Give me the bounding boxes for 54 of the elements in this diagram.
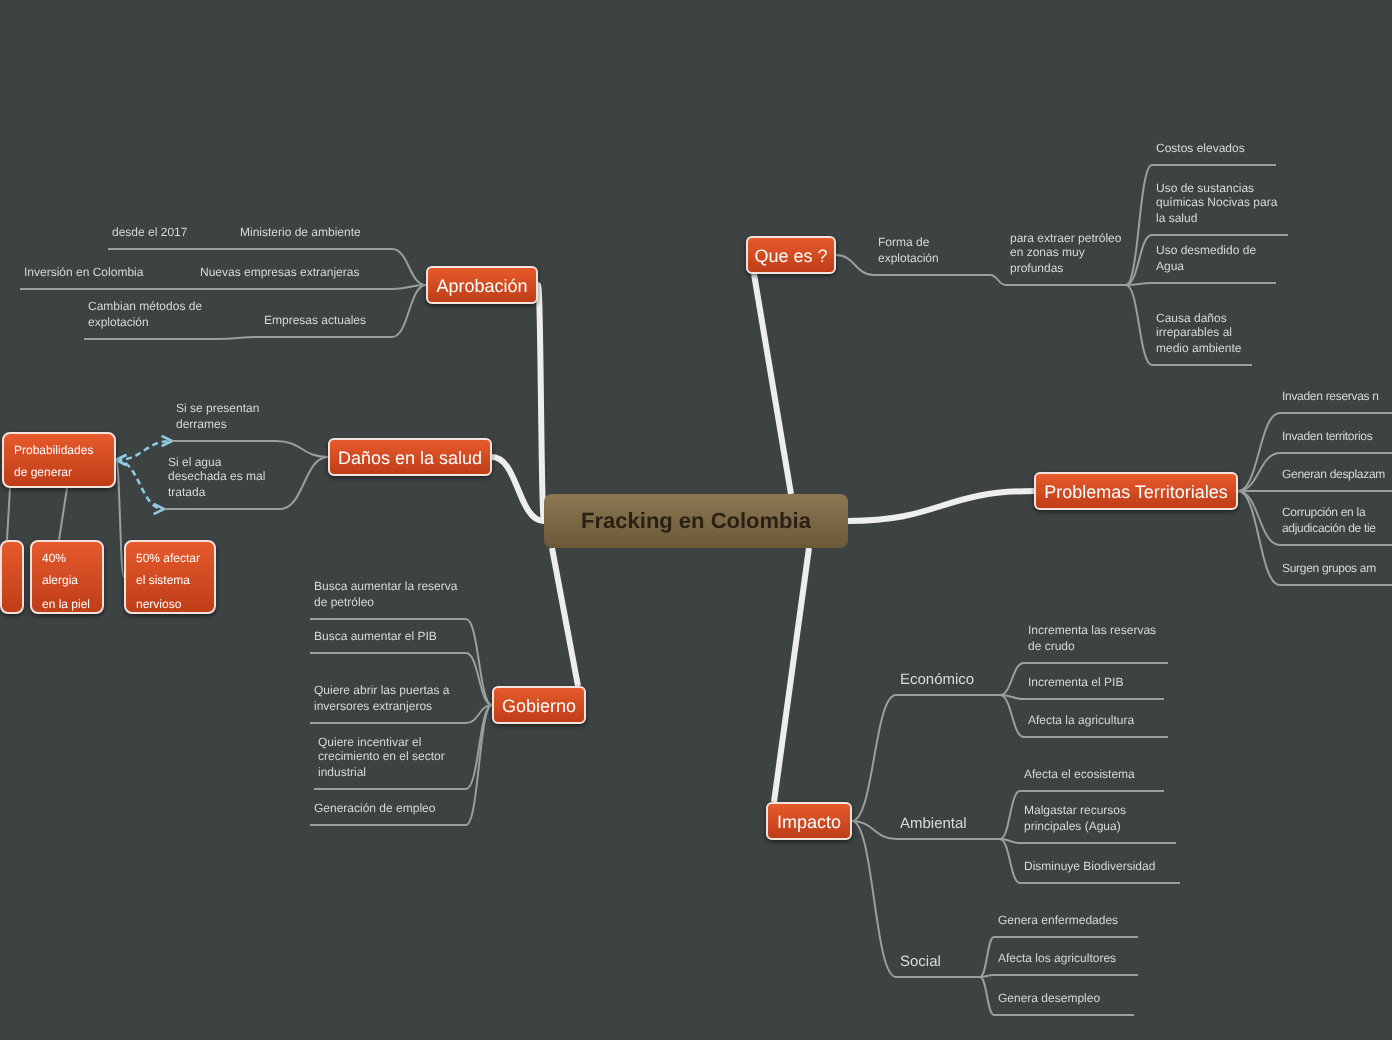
connector-line	[999, 790, 1021, 840]
connector-line	[549, 547, 581, 687]
connector-line	[1237, 490, 1281, 546]
connector-line	[979, 974, 995, 978]
connector-line	[999, 694, 1025, 738]
connector-line	[851, 820, 897, 840]
connector-line	[391, 248, 427, 286]
connector-line	[465, 704, 493, 724]
connector-line	[999, 694, 1025, 700]
topic-box: Daños en la salud	[328, 438, 492, 476]
connector-line	[465, 618, 493, 706]
connector-line	[1125, 164, 1153, 286]
connector-line	[58, 487, 68, 541]
connector-line	[1237, 412, 1281, 492]
connector-line	[771, 547, 812, 803]
connector-line	[1125, 284, 1153, 366]
connector-line	[1237, 490, 1281, 586]
topic-box: Que es ?	[746, 236, 836, 274]
connector-line	[275, 440, 329, 458]
central-topic-box: Fracking en Colombia	[544, 494, 848, 548]
connector-line	[1237, 452, 1281, 492]
connector-line	[751, 273, 794, 495]
connector-line	[465, 704, 493, 826]
arrow	[114, 455, 166, 514]
connector-line	[999, 838, 1021, 884]
connector-line	[179, 288, 197, 290]
connector-line	[535, 284, 547, 522]
topic-box	[0, 540, 24, 614]
topic-box: Problemas Territoriales	[1034, 472, 1238, 510]
topic-box: Gobierno	[492, 686, 586, 724]
connector-line	[1237, 490, 1281, 492]
topic-box: Impacto	[766, 802, 852, 840]
connector-line	[999, 662, 1025, 696]
connector-line	[835, 254, 875, 276]
connector-line	[391, 284, 427, 338]
connector-line	[215, 336, 261, 340]
connector-line	[465, 652, 493, 706]
connector-line	[279, 456, 329, 510]
connector-line	[465, 704, 493, 790]
connector-line	[219, 248, 237, 250]
connector-line	[115, 459, 125, 578]
connector-line	[1125, 282, 1153, 286]
connector-line	[6, 487, 11, 541]
connector-line	[847, 488, 1035, 524]
connector-line	[851, 820, 897, 978]
connector-line	[391, 284, 427, 290]
connector-line	[989, 274, 1007, 286]
connector-line	[999, 838, 1021, 844]
connector-line	[979, 936, 995, 978]
connector-line	[979, 976, 995, 1016]
topic-box: Aprobación	[426, 266, 538, 304]
connector-line	[851, 694, 897, 822]
connector-line	[1125, 234, 1153, 286]
connector-line	[491, 454, 545, 524]
